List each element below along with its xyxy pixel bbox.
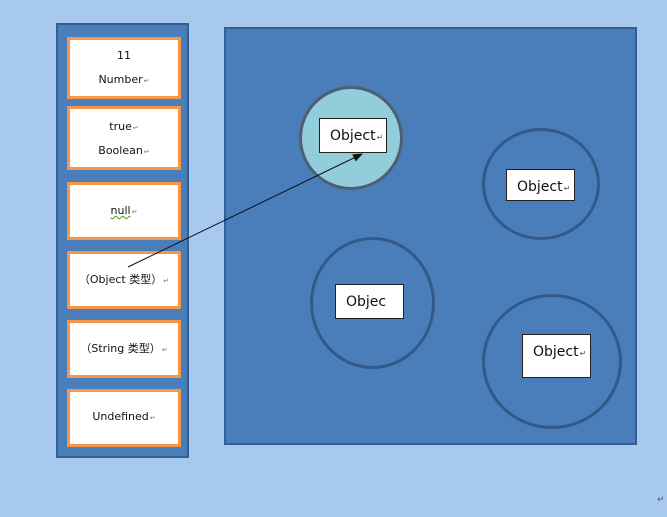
heap-object-circle-right-top [482,128,600,240]
stack-slot-number: 11 Number↵ [67,37,181,99]
heap-object-box-right-top: Object↵ [506,169,575,201]
stack-slot-object-reference-text: （Object 类型） [78,273,163,286]
heap-object-label-text: Object [517,179,563,195]
paragraph-mark-icon: ↵ [563,184,571,193]
heap-object-label: Object↵ [517,180,570,194]
stack-slot-number-value-text: 11 [117,49,131,62]
stack-slot-null-value-text: null [110,204,131,217]
paragraph-mark-icon: ↵ [376,133,384,142]
heap-object-label-text: Objec [346,294,387,310]
stack-slot-string-reference-label: （String 类型）↵ [70,342,178,356]
stack-slot-object-reference: （Object 类型）↵ [67,251,181,309]
paragraph-mark-icon: ↵ [149,414,156,422]
stack-slot-boolean-type: Boolean↵ [70,144,178,158]
heap-object-circle-middle [310,237,435,369]
paragraph-mark-icon: ↵ [579,349,587,358]
heap-object-box-right-bottom: Object↵ [522,334,591,378]
stack-slot-boolean-type-text: Boolean [98,144,143,157]
heap-object-label: Objec [346,295,386,309]
heap-object-circle-right-bottom [482,294,622,429]
stack-slot-boolean-value-text: true [109,120,132,133]
heap-object-label-text: Object [330,128,376,144]
stack-slot-undefined-value-text: Undefined [92,410,149,423]
heap-object-label: Object↵ [330,129,383,143]
stack-slot-boolean: true↵ Boolean↵ [67,106,181,170]
heap-object-box-middle: Objec [335,284,404,319]
heap-object-label: Object↵ [533,345,586,359]
stack-slot-string-reference-text: （String 类型） [80,342,161,355]
stack-slot-number-type: Number↵ [70,73,178,87]
paragraph-mark-icon: ↵ [163,277,170,285]
stack-slot-string-reference: （String 类型）↵ [67,320,181,378]
stack-slot-number-type-text: Number [98,73,143,86]
paragraph-mark-icon: ↵ [143,77,150,85]
paragraph-mark-icon: ↵ [657,495,665,505]
stack-slot-null: null↵ [67,182,181,240]
paragraph-mark-icon: ↵ [161,346,168,354]
paragraph-mark-icon: ↵ [143,148,150,156]
stack-slot-object-reference-label: （Object 类型）↵ [70,273,178,287]
paragraph-mark-icon: ↵ [131,208,138,216]
stack-slot-boolean-value: true↵ [70,120,178,134]
stack-slot-undefined-value: Undefined↵ [70,410,178,424]
stack-slot-number-value: 11 [70,49,178,63]
heap-object-box-referenced: Object↵ [319,118,387,153]
heap-object-label-text: Object [533,344,579,360]
paragraph-mark-icon: ↵ [132,124,139,132]
stack-slot-null-value: null↵ [70,204,178,218]
stack-slot-undefined: Undefined↵ [67,389,181,447]
stack-panel: 11 Number↵ true↵ Boolean↵ null↵ （Object … [56,23,189,458]
